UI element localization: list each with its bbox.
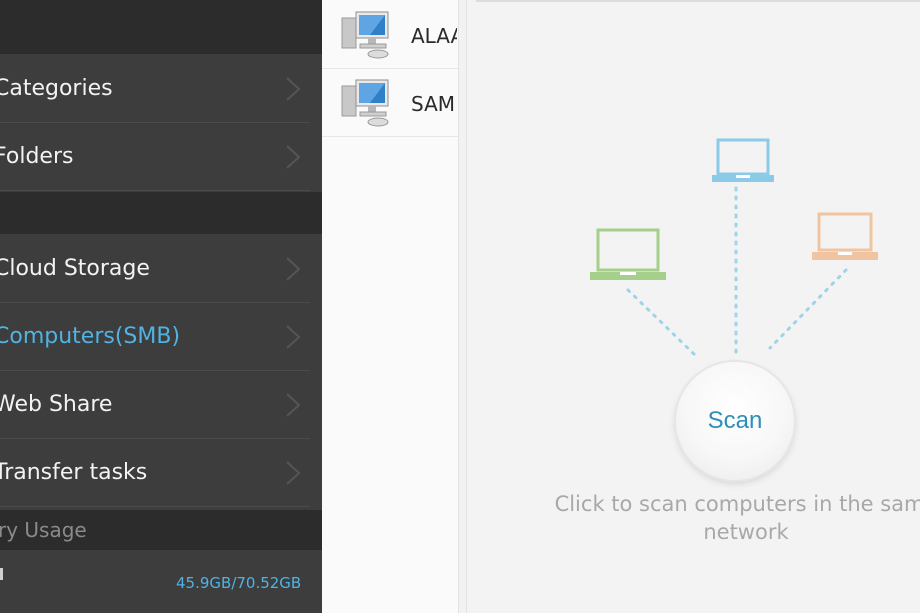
computer-list-item[interactable]: SAM: [322, 68, 458, 137]
drawer-section-header-top: [0, 0, 322, 54]
drawer-item-categories[interactable]: Categories: [0, 56, 310, 123]
chevron-right-icon: [286, 145, 301, 169]
desktop-computer-icon: [341, 79, 389, 127]
storage-usage-title: ry Usage: [0, 518, 87, 542]
computer-name: SAM: [411, 92, 456, 116]
scan-button[interactable]: Scan: [676, 362, 794, 480]
laptop-icon-green: [590, 228, 666, 280]
chevron-right-icon: [286, 325, 301, 349]
drawer-item-transfer-tasks[interactable]: Transfer tasks: [0, 440, 310, 507]
drawer-item-folders[interactable]: Folders: [0, 124, 310, 191]
storage-usage-header: ry Usage: [0, 510, 322, 550]
drawer-item-computers-smb[interactable]: Computers(SMB): [0, 304, 310, 371]
scan-button-label: Scan: [707, 407, 763, 434]
storage-icon: [0, 568, 3, 580]
panel-top-divider: [476, 0, 920, 2]
scan-panel: [466, 0, 920, 613]
chevron-right-icon: [286, 77, 301, 101]
drawer-item-label: Computers(SMB): [0, 324, 181, 349]
drawer-item-label: Categories: [0, 76, 113, 101]
chevron-right-icon: [286, 393, 301, 417]
drawer-item-label: Web Share: [0, 392, 113, 417]
computer-name: ALAA: [411, 24, 457, 48]
desktop-computer-icon: [341, 11, 389, 59]
scan-hint-text: Click to scan computers in the same netw…: [554, 492, 920, 544]
laptop-icon-blue: [712, 138, 774, 182]
drawer-section-header-network: [0, 192, 322, 234]
laptop-icon-orange: [812, 212, 878, 260]
storage-usage-value: 45.9GB/70.52GB: [176, 574, 302, 592]
drawer-item-cloud-storage[interactable]: Cloud Storage: [0, 236, 310, 303]
drawer-item-label: Transfer tasks: [0, 460, 148, 485]
chevron-right-icon: [286, 257, 301, 281]
drawer-item-label: Folders: [0, 144, 74, 169]
drawer-item-web-share[interactable]: Web Share: [0, 372, 310, 439]
drawer-item-label: Cloud Storage: [0, 256, 150, 281]
chevron-right-icon: [286, 461, 301, 485]
navigation-drawer: Categories Folders Cloud Storage Compute…: [0, 0, 322, 613]
computer-list-item[interactable]: ALAA: [322, 0, 458, 69]
computer-list: ALAA SAM: [322, 0, 459, 613]
